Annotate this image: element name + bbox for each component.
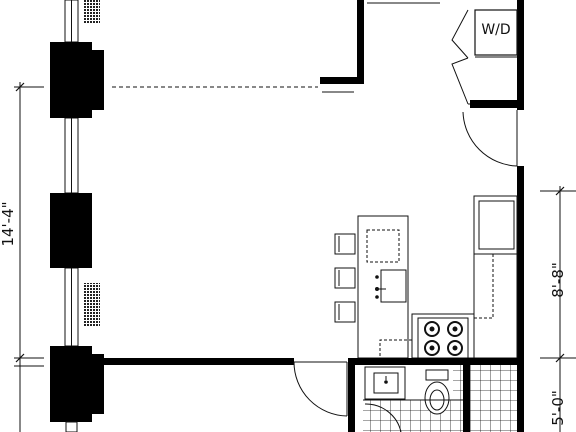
stove [417, 317, 469, 359]
column-1 [50, 42, 92, 118]
bathroom [348, 358, 524, 432]
column-2 [50, 193, 92, 268]
kitchen-depth-label: 8'-8" [549, 262, 567, 298]
kitchen-island [357, 215, 409, 359]
washer-dryer-label: W/D [481, 22, 510, 38]
right-wall [517, 0, 524, 432]
bath-depth-label: 5'-0" [549, 390, 567, 426]
column-3 [50, 346, 92, 422]
left-exterior-wall [50, 0, 104, 432]
island-sink [380, 269, 407, 303]
washer-dryer-closet [451, 9, 518, 108]
radiator-top [84, 0, 100, 24]
living-depth-label: 14'-4" [0, 201, 17, 246]
refrigerator [478, 200, 515, 250]
left-dimension-line [14, 82, 44, 432]
lower-partition [104, 358, 348, 417]
right-dimension-line [540, 186, 576, 432]
bar-stools [334, 233, 356, 323]
radiator-bottom [84, 283, 100, 327]
entry-door [462, 110, 518, 167]
bedroom-partition [112, 0, 440, 93]
toilet [424, 369, 450, 415]
